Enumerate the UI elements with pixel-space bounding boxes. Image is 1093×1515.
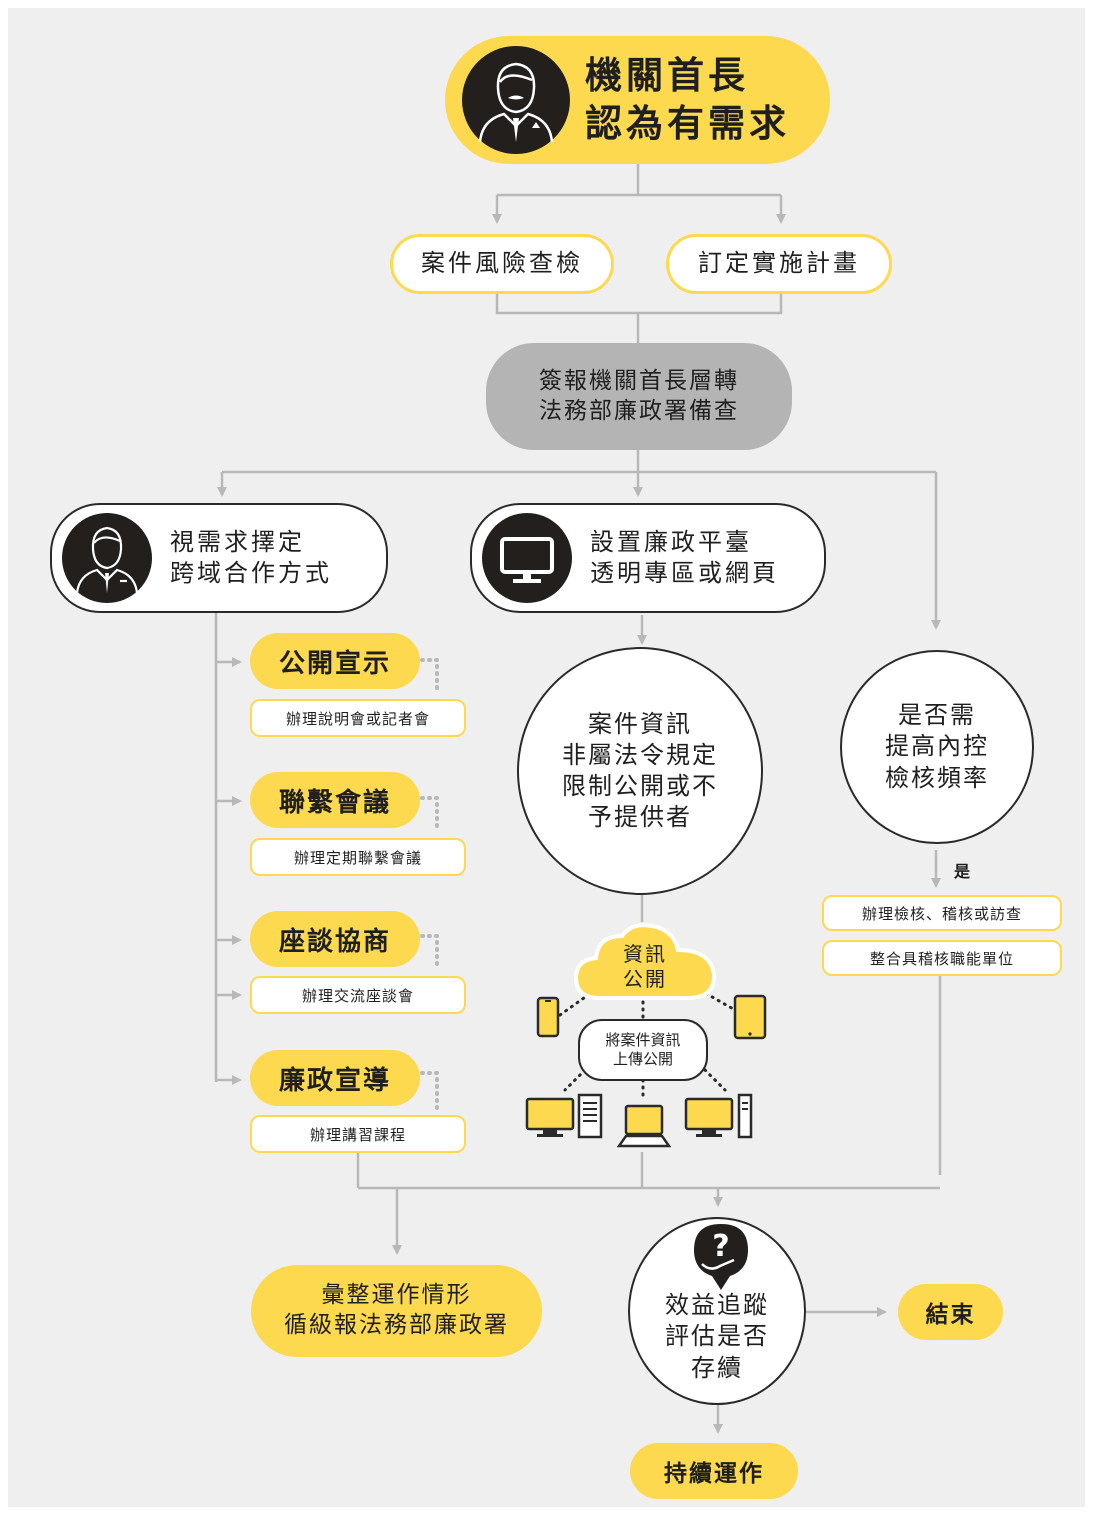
top-title: 機關首長 認為有需求 [585,53,790,145]
integrate-label: 整合具稽核職能單位 [869,949,1014,968]
desktop-computer-icon [525,1093,603,1139]
cloud-icon [573,923,717,1000]
method-title-4: 廉政宣導 [278,1065,391,1096]
method-title-1: 公開宣示 [278,648,391,679]
end-label: 結束 [925,1302,976,1328]
method-header-2: 聯繫會議 [250,772,420,828]
inner-control-circle: 是否需 提高內控 檢核頻率 [840,650,1034,844]
audit-label: 辦理檢核、稽核或訪查 [861,904,1022,923]
method-detail-3: 辦理交流座談會 [250,976,466,1014]
method-detail-text-4: 辦理講習課程 [309,1125,406,1144]
cross-domain-label: 視需求擇定 跨域合作方式 [170,527,332,587]
end-box: 結束 [898,1284,1003,1340]
risk-check-label: 案件風險查檢 [421,249,583,278]
summary-box: 彙整運作情形 循級報法務部廉政署 [251,1265,542,1357]
method-header-3: 座談協商 [250,911,420,967]
evaluate-label: 效益追蹤 評估是否 存續 [665,1291,769,1382]
plan-box: 訂定實施計畫 [666,234,892,294]
method-detail-4: 辦理講習課程 [250,1115,466,1153]
person-icon [62,513,152,603]
executive-icon [462,46,570,154]
yes-label: 是 [954,862,971,881]
risk-check-box: 案件風險查檢 [390,234,614,294]
laptop-icon [617,1104,671,1148]
continue-box: 持續運作 [630,1443,798,1499]
svg-text:?: ? [712,1229,729,1264]
method-detail-2: 辦理定期聯繫會議 [250,838,466,876]
method-header-1: 公開宣示 [250,633,420,689]
upload-label: 將案件資訊 上傳公開 [605,1030,681,1069]
phone-icon [536,996,560,1038]
inner-control-label: 是否需 提高內控 檢核頻率 [885,701,989,792]
upload-bubble: 將案件資訊 上傳公開 [578,1019,708,1081]
plan-label: 訂定實施計畫 [698,249,860,278]
report-label: 簽報機關首長層轉 法務部廉政署備查 [539,367,739,424]
question-hand-icon: ? [694,1224,748,1290]
cloud-text-wrap: 資訊 公開 [595,938,695,996]
integrate-box: 整合具稽核職能單位 [822,940,1062,976]
method-title-2: 聯繫會議 [278,787,391,818]
case-info-circle: 案件資訊 非屬法令規定 限制公開或不 予提供者 [517,647,763,895]
cloud-label: 資訊 公開 [623,942,667,991]
case-info-label: 案件資訊 非屬法令規定 限制公開或不 予提供者 [562,709,718,832]
method-detail-text-2: 辦理定期聯繫會議 [293,848,422,867]
summary-label: 彙整運作情形 循級報法務部廉政署 [284,1282,509,1338]
method-header-4: 廉政宣導 [250,1050,420,1106]
method-detail-text-1: 辦理說明會或記者會 [285,709,430,728]
platform-label: 設置廉政平臺 透明專區或網頁 [590,527,779,587]
method-title-3: 座談協商 [278,926,391,957]
audit-box: 辦理檢核、稽核或訪查 [822,895,1062,931]
method-detail-text-3: 辦理交流座談會 [301,986,414,1005]
workstation-icon [684,1093,753,1139]
tablet-icon [733,994,767,1040]
method-detail-1: 辦理說明會或記者會 [250,699,466,737]
continue-label: 持續運作 [664,1461,764,1487]
report-box: 簽報機關首長層轉 法務部廉政署備查 [486,343,792,450]
monitor-icon [482,513,572,603]
